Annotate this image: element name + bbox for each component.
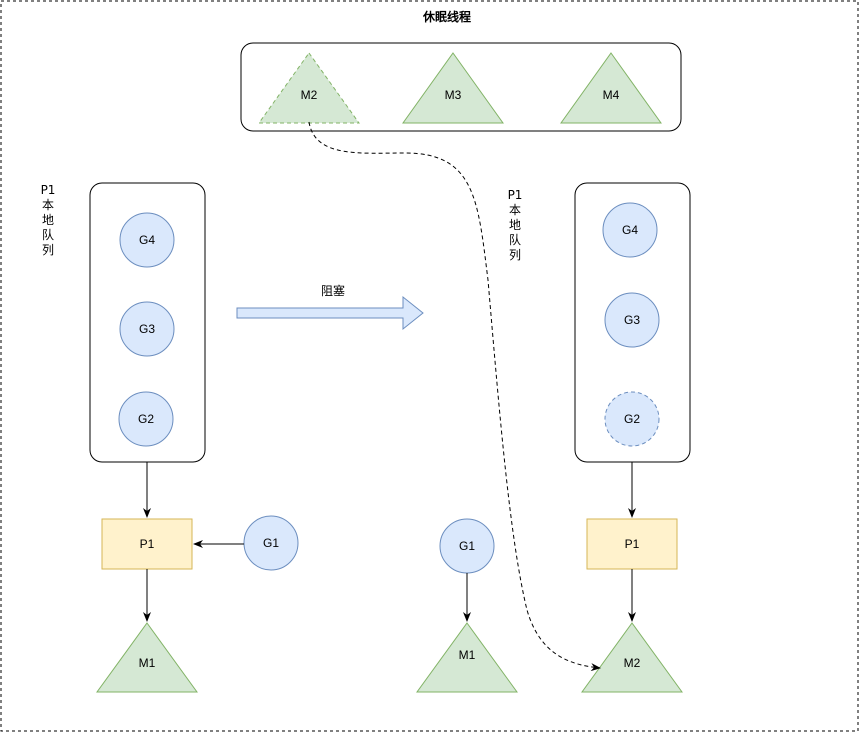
right-processor-p1-label: P1 bbox=[625, 537, 640, 551]
right-goroutine-g4-label: G4 bbox=[622, 223, 638, 237]
left-goroutine-g3 bbox=[119, 301, 175, 357]
left-goroutine-g2 bbox=[118, 391, 174, 447]
left-goroutine-g1-label: G1 bbox=[263, 536, 279, 550]
left-goroutine-g4-label: G4 bbox=[139, 233, 155, 247]
right-goroutine-g2 bbox=[604, 391, 660, 447]
right-goroutine-g3 bbox=[604, 292, 660, 348]
left-goroutine-g1 bbox=[243, 515, 299, 571]
left-thread-m1-label: M1 bbox=[139, 656, 156, 670]
sleep-thread-m4-label: M4 bbox=[603, 88, 620, 102]
right-thread-m1 bbox=[416, 622, 518, 693]
right-thread-m2 bbox=[581, 622, 683, 693]
right-thread-m2-label: M2 bbox=[624, 656, 641, 670]
diagram-title: 休眠线程 bbox=[422, 9, 471, 24]
left-goroutine-g4 bbox=[119, 212, 175, 268]
left-goroutine-g2-label: G2 bbox=[138, 412, 154, 426]
sleep-thread-m3 bbox=[402, 52, 504, 124]
block-transition-arrow bbox=[236, 295, 424, 331]
right-goroutine-g1-label: G1 bbox=[459, 539, 475, 553]
left-processor-p1 bbox=[101, 518, 193, 570]
right-processor-p1 bbox=[586, 518, 678, 570]
wake-m2-dashed-arrow bbox=[308, 121, 601, 672]
left-thread-m1 bbox=[96, 622, 198, 693]
left-goroutine-g3-label: G3 bbox=[139, 322, 155, 336]
right-goroutine-g4 bbox=[602, 202, 658, 258]
sleep-thread-m4 bbox=[560, 52, 662, 124]
right-queue-caption: P1本地队列 bbox=[507, 188, 523, 262]
sleep-thread-m3-label: M3 bbox=[445, 88, 462, 102]
right-goroutine-g2-label: G2 bbox=[624, 412, 640, 426]
right-thread-m1-label: M1 bbox=[459, 648, 476, 662]
sleep-thread-m2-label: M2 bbox=[301, 88, 318, 102]
left-processor-p1-label: P1 bbox=[140, 537, 155, 551]
left-queue-caption: P1本地队列 bbox=[40, 183, 56, 257]
right-goroutine-g3-label: G3 bbox=[624, 313, 640, 327]
block-transition-label: 阻塞 bbox=[321, 283, 345, 298]
